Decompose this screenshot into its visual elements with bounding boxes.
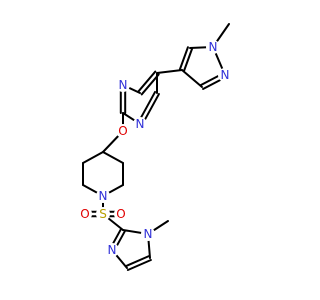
atom-label-O_sulf_left: O [80, 207, 89, 221]
atom-label-N_pz1: N [209, 40, 218, 54]
atom-bg-O_sulf_right [114, 207, 128, 221]
bond-C_pm5-C_pm4-a [137, 70, 157, 93]
atom-bg-N_im1 [141, 227, 155, 241]
atom-bg-O_sulf_left [78, 207, 92, 221]
atom-bg-N_pz2 [218, 68, 232, 82]
bond-C_pm5-C_pm4-b [140, 73, 160, 96]
bond-C_pip5-C_pip4 [82, 151, 104, 164]
bond-C_pip4-C_pip3 [102, 151, 124, 164]
bond-C_im4-C_im5-a [126, 259, 152, 272]
atom-label-O_sulf_right: O [116, 207, 125, 221]
atom-bg-N_pz1 [206, 40, 220, 54]
atom-label-S_sulf: S [99, 207, 107, 221]
bond-layer [82, 23, 230, 272]
atom-bg-S_sulf [96, 207, 110, 221]
atom-label-N_pip: N [99, 189, 108, 203]
atom-label-N_pm3: N [119, 78, 128, 92]
atom-bg-N_pm1 [133, 117, 147, 131]
atom-bg-N_im3 [105, 243, 119, 257]
bond-C_im4-C_im5-b [125, 254, 151, 267]
atom-label-O_ether: O [118, 124, 127, 138]
bond-C_pz4-C_pz5-b [178, 46, 189, 71]
atom-bg-O_ether [116, 124, 130, 138]
atom-label-N_im1: N [144, 227, 153, 241]
bond-C_pz4-C_pz5-a [183, 47, 194, 72]
atom-label-N_pm1: N [136, 117, 145, 131]
atom-label-N_pz2: N [221, 68, 230, 82]
atom-bg-N_pm3 [116, 78, 130, 92]
bond-C_pz3-C_pz4 [181, 69, 203, 88]
bond-C_pz4-C_pm5 [156, 69, 183, 74]
atom-label-N_im3: N [108, 243, 117, 257]
atom-bg-N_pip [96, 189, 110, 203]
